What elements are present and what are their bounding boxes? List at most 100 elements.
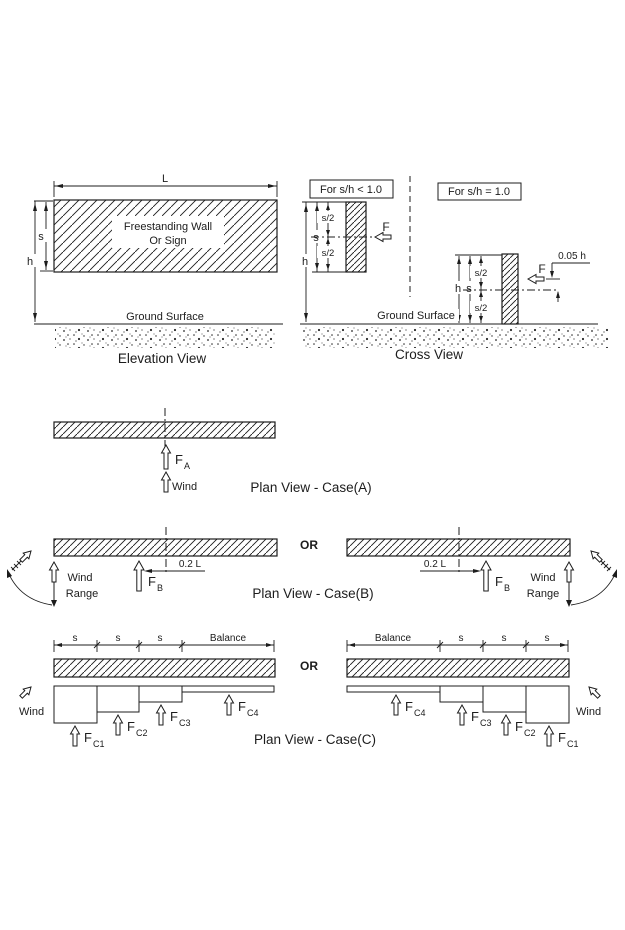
dim-s-2: s <box>116 633 121 644</box>
cross-case-lt: For s/h < 1.0 h s s/2 s/2 <box>299 179 394 322</box>
plan-view-case-a: F A Wind Plan View - Case(A) <box>53 408 372 495</box>
force-label-FC2: F <box>127 719 135 734</box>
wind-label: Wind <box>19 706 44 718</box>
dim-label-L: L <box>162 173 168 185</box>
force-label-FB: F <box>495 574 503 589</box>
wall-plan-bar <box>346 658 570 678</box>
dim-label-h: h <box>455 283 461 295</box>
offset-label: 0.2 L <box>424 559 447 570</box>
force-label-F: F <box>382 220 389 234</box>
pressure-zone-3 <box>439 685 484 703</box>
case-b-left: 0.2 L F B Wind Range <box>7 527 278 607</box>
force-sub-FC3: C3 <box>480 718 492 728</box>
force-arrow-FA <box>161 444 171 470</box>
dim-label-s: s <box>466 283 472 295</box>
pressure-zone-4 <box>181 685 275 693</box>
force-sub-FC4: C4 <box>414 708 426 718</box>
pressure-zone-1 <box>525 685 570 724</box>
wall-label-line2: Or Sign <box>149 235 186 247</box>
force-arrow-FB <box>133 560 145 592</box>
force-label-FC4: F <box>238 699 246 714</box>
wind-range-arc <box>570 571 617 606</box>
cross-case-eq: For s/h = 1.0 h s s/2 s/2 <box>437 182 590 325</box>
plan-b-caption: Plan View - Case(B) <box>252 586 373 601</box>
cross-caption: Cross View <box>395 347 463 362</box>
case-c-left: s s s Balance F C1 F C2 F C3 F C4 Wind <box>17 633 276 749</box>
force-sub-FA: A <box>184 461 190 471</box>
elevation-caption: Elevation View <box>118 351 207 366</box>
offset-label: 0.2 L <box>179 559 202 570</box>
wind-arrow-normal <box>564 561 574 583</box>
force-arrow-FC2 <box>113 714 123 736</box>
force-sub-FC1: C1 <box>567 739 579 749</box>
ground-texture <box>55 327 275 348</box>
force-arrow-FC4 <box>391 694 401 716</box>
ground-texture <box>302 327 608 348</box>
dim-s-1: s <box>459 633 464 644</box>
force-arrow-FB <box>480 560 492 592</box>
ground-surface-label: Ground Surface <box>377 310 455 322</box>
pressure-zone-2 <box>482 685 527 713</box>
wind-range-label-2: Range <box>527 588 559 600</box>
pressure-zone-2 <box>96 685 140 713</box>
force-label-FC1: F <box>558 730 566 745</box>
plan-c-caption: Plan View - Case(C) <box>254 732 376 747</box>
plan-view-case-c: OR s s s Balance F C1 <box>17 633 603 749</box>
dim-label-s2-top: s/2 <box>475 268 488 279</box>
wind-range-indicator <box>564 547 617 607</box>
force-label-FC3: F <box>170 709 178 724</box>
dim-s-2: s <box>502 633 507 644</box>
pressure-zone-1 <box>53 685 98 724</box>
dim-s-1: s <box>73 633 78 644</box>
dim-s-3: s <box>545 633 550 644</box>
force-sub-FC1: C1 <box>93 739 105 749</box>
force-label-FA: F <box>175 452 183 467</box>
force-arrow-FC4 <box>224 694 234 716</box>
force-arrow-FC3 <box>457 704 467 726</box>
wind-range-label-1: Wind <box>67 572 92 584</box>
wind-label: Wind <box>576 706 601 718</box>
case-c-right: Balance s s s F C4 F C3 F C2 F C1 Wind <box>346 633 603 749</box>
force-arrow-FC3 <box>156 704 166 726</box>
or-label: OR <box>300 538 318 552</box>
wind-range-arc <box>7 571 53 606</box>
force-label-FC2: F <box>515 719 523 734</box>
wind-range-indicator <box>7 547 59 607</box>
force-label-F: F <box>538 262 545 276</box>
elevation-view: Freestanding Wall Or Sign L s h Ground S… <box>25 173 283 366</box>
force-sub-FC2: C2 <box>136 728 148 738</box>
dim-label-h: h <box>302 256 308 268</box>
ground-surface-label: Ground Surface <box>126 311 204 323</box>
pressure-zone-3 <box>138 685 183 703</box>
wind-arrow-normal <box>49 561 59 583</box>
wall-rect <box>501 253 519 325</box>
wind-arrow-oblique <box>585 683 603 701</box>
pressure-zone-4 <box>346 685 441 693</box>
force-label-FB: F <box>148 574 156 589</box>
case-eq-header-box <box>437 182 522 201</box>
dim-balance: Balance <box>375 633 412 644</box>
dim-label-s: s <box>313 232 319 244</box>
force-sub-FB: B <box>504 583 510 593</box>
wind-label: Wind <box>172 481 197 493</box>
cross-view: For s/h < 1.0 h s s/2 s/2 <box>299 176 608 362</box>
dim-label-s: s <box>38 231 44 243</box>
dim-label-h: h <box>27 256 33 268</box>
wind-arrow <box>161 471 171 493</box>
force-arrow-FC1 <box>70 725 80 747</box>
force-label-FC3: F <box>471 709 479 724</box>
wind-range-label-2: Range <box>66 588 98 600</box>
dim-label-s2-bottom: s/2 <box>322 248 335 259</box>
or-label: OR <box>300 659 318 673</box>
case-eq-header: For s/h = 1.0 <box>448 186 510 198</box>
force-sub-FC4: C4 <box>247 708 259 718</box>
dim-s-3: s <box>158 633 163 644</box>
case-lt-header-box <box>309 179 394 199</box>
dim-label-s2-bottom: s/2 <box>475 303 488 314</box>
case-lt-header: For s/h < 1.0 <box>320 184 382 196</box>
wind-arrow-oblique <box>17 683 35 701</box>
plan-a-caption: Plan View - Case(A) <box>250 480 371 495</box>
dim-balance: Balance <box>210 633 247 644</box>
